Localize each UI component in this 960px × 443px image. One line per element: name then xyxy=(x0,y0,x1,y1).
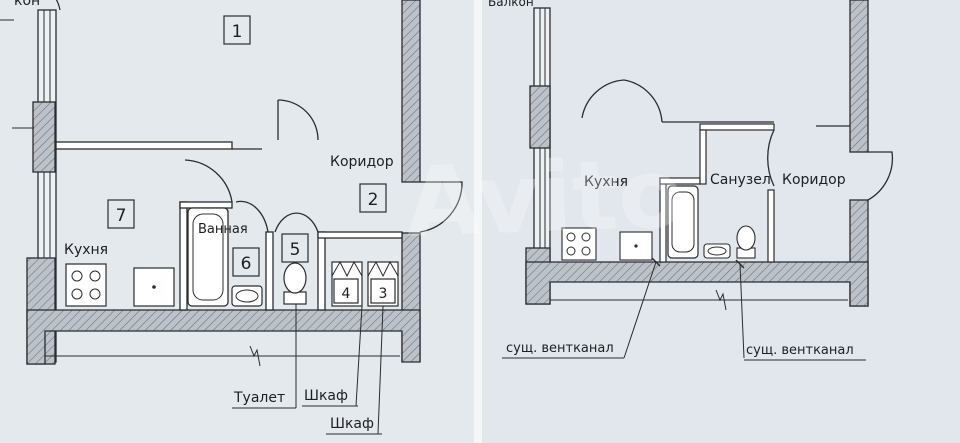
room-number-1: 1 xyxy=(232,22,243,42)
kitchen-label: Кухня xyxy=(584,174,628,190)
partition xyxy=(317,231,403,239)
wall-pier xyxy=(32,101,56,173)
kitchen-label: Кухня xyxy=(64,242,108,258)
bathtub xyxy=(187,207,229,307)
wall-pier xyxy=(529,85,551,149)
bathtub-inner xyxy=(192,213,224,301)
door-arc xyxy=(581,79,625,119)
room-number-6: 6 xyxy=(241,254,252,274)
wall-bottom xyxy=(525,261,869,307)
sink-bowl xyxy=(707,246,727,256)
bathroom-label: Ванная xyxy=(198,222,248,237)
room-number-5: 5 xyxy=(290,240,301,260)
partition xyxy=(659,177,667,263)
door-arc xyxy=(184,159,233,203)
stove xyxy=(65,263,107,307)
closet-door-arcs xyxy=(331,260,363,278)
entrance-door xyxy=(867,151,894,201)
room-number-box xyxy=(107,199,135,229)
closet-callout-b: Шкаф xyxy=(330,416,374,432)
dimension-break xyxy=(715,289,727,311)
room-number-2: 2 xyxy=(368,190,379,210)
partition xyxy=(317,231,326,311)
room-number-box xyxy=(281,233,309,263)
partition xyxy=(767,189,775,263)
door-arc xyxy=(235,200,269,233)
bathtub-inner xyxy=(671,191,695,253)
partition xyxy=(699,129,707,185)
closet-4 xyxy=(331,261,363,307)
room-number-box xyxy=(232,247,260,277)
panel-divider xyxy=(474,0,482,443)
room-number-4: 4 xyxy=(342,286,351,302)
leader-line xyxy=(739,263,745,359)
toilet-bowl xyxy=(736,225,756,251)
floor-plan-original: 1 7 2 6 5 4 3 кон Коридор Кухня Ванная Т… xyxy=(0,0,474,443)
leader-line xyxy=(355,305,363,407)
bathtub xyxy=(667,185,699,259)
partition xyxy=(659,177,701,185)
room-number-7: 7 xyxy=(116,206,127,226)
bathroom-label: Санузел xyxy=(710,172,771,188)
partition xyxy=(265,231,274,311)
sink-bowl xyxy=(235,289,259,303)
wall-bottom xyxy=(26,309,421,365)
door-arc xyxy=(277,99,319,141)
room-number-3: 3 xyxy=(379,286,388,302)
closet-3 xyxy=(367,261,399,307)
wall-exterior xyxy=(849,0,869,153)
vent-callout-right: сущ. вентканал xyxy=(746,343,854,358)
door-arc xyxy=(274,212,319,233)
partition xyxy=(699,123,775,131)
partition xyxy=(55,141,233,150)
corridor-label: Коридор xyxy=(330,154,394,170)
closet-door-arcs xyxy=(367,260,399,278)
leader-line xyxy=(623,261,657,359)
corridor-label: Коридор xyxy=(782,172,846,188)
door-arc xyxy=(55,0,61,11)
wall-exterior xyxy=(401,0,421,183)
door-arc xyxy=(767,129,775,187)
toilet-tank xyxy=(283,291,307,305)
room-number-box xyxy=(359,183,387,213)
toilet-bowl xyxy=(283,262,307,294)
stove xyxy=(561,227,597,261)
partition xyxy=(179,201,233,209)
floor-plan-left-svg: 1 7 2 6 5 4 3 кон Коридор Кухня Ванная Т… xyxy=(0,0,463,435)
balcony-label: Балкон xyxy=(488,0,534,9)
sink xyxy=(231,285,263,307)
floor-plan-redesign: Балкон xyxy=(482,0,960,443)
door-arc xyxy=(623,79,663,123)
dimension-break xyxy=(249,345,261,367)
sink xyxy=(703,243,731,259)
room-number-box xyxy=(370,278,396,304)
floor-plan-right-svg: Балкон xyxy=(488,0,894,361)
vent-callout-left: сущ. вентканал xyxy=(506,341,614,356)
closet-callout-a: Шкаф xyxy=(304,388,348,404)
balcony-label: кон xyxy=(14,0,40,9)
room-number-box xyxy=(333,278,359,304)
partition xyxy=(179,201,188,311)
leader-line xyxy=(377,305,384,435)
toilet-callout: Туалет xyxy=(233,390,285,406)
entrance-door xyxy=(419,181,463,233)
room-number-box xyxy=(223,15,251,45)
